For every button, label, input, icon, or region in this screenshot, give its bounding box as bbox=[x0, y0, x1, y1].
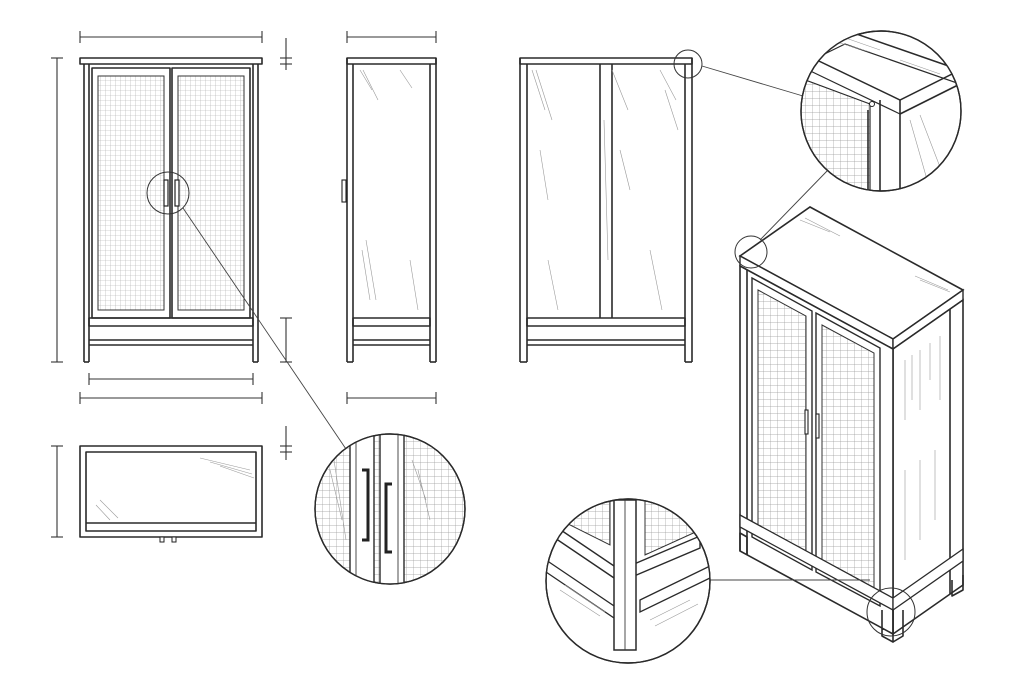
iso-corner-marker bbox=[734, 235, 768, 269]
iso-foot-marker bbox=[866, 587, 916, 637]
front-lower-rail bbox=[88, 317, 254, 327]
handle-detail-marker bbox=[146, 171, 190, 215]
side-handle bbox=[341, 179, 347, 203]
front-left-handle bbox=[163, 179, 169, 207]
iso-right-mesh bbox=[821, 324, 875, 595]
plan-dimensions bbox=[51, 426, 292, 538]
front-right-handle bbox=[174, 179, 180, 207]
corner-detail-marker bbox=[673, 49, 703, 79]
plan-view bbox=[79, 445, 263, 543]
leader-lines bbox=[182, 65, 870, 581]
side-view bbox=[341, 57, 437, 363]
front-left-mesh-panel bbox=[97, 75, 165, 311]
plan-outline bbox=[79, 445, 263, 538]
side-dimensions bbox=[346, 31, 437, 404]
iso-left-mesh bbox=[757, 289, 807, 557]
iso-right-handle bbox=[815, 413, 820, 439]
iso-left-handle bbox=[804, 409, 809, 435]
front-dimensions bbox=[51, 31, 292, 404]
front-right-mesh-panel bbox=[177, 75, 245, 311]
foot-detail-callout bbox=[545, 498, 711, 664]
back-view bbox=[519, 49, 703, 363]
isometric-view bbox=[734, 206, 965, 643]
front-view bbox=[79, 57, 263, 363]
handle-detail-callout bbox=[314, 433, 466, 585]
front-top-rail bbox=[79, 57, 263, 65]
